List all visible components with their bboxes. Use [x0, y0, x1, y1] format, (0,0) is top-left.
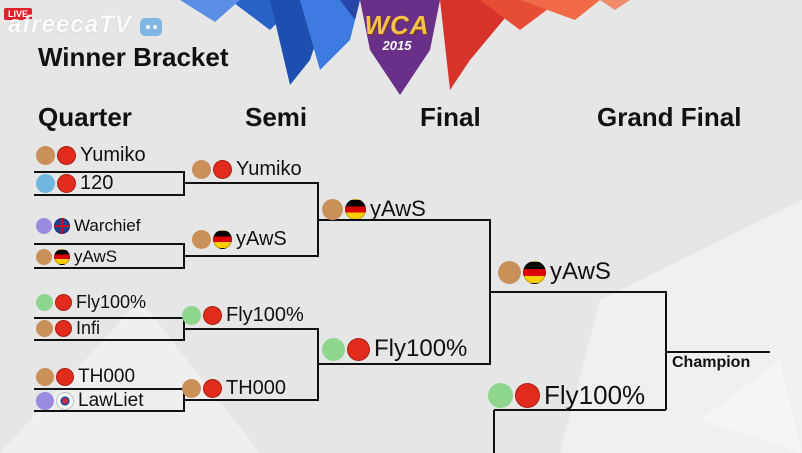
china-flag-icon [57, 146, 76, 165]
champion-label: Champion [672, 354, 751, 371]
semi-slot-1: Yumiko [192, 158, 302, 181]
nightelf-race-icon [36, 392, 54, 410]
player-name: TH000 [226, 377, 287, 399]
semi-slot-4: TH000 [182, 377, 286, 400]
player-name: Fly100% [544, 380, 646, 410]
final-slot-1: yAwS [322, 196, 426, 222]
korea-flag-icon [56, 392, 74, 410]
human-race-icon [192, 160, 211, 179]
quarter-slot-5: Fly100% [36, 292, 146, 313]
player-name: LawLiet [78, 390, 144, 411]
semi-slot-2: yAwS [192, 228, 287, 251]
human-race-icon [36, 249, 52, 265]
china-flag-icon [57, 174, 76, 193]
china-flag-icon [56, 368, 74, 386]
germany-flag-icon [54, 249, 70, 265]
human-race-icon [36, 146, 55, 165]
uk-flag-icon [54, 218, 70, 234]
event-logo-text: WCA [364, 10, 430, 40]
quarter-slot-7: TH000 [36, 366, 135, 388]
player-name: yAwS [550, 258, 611, 285]
quarter-slot-8: LawLiet [36, 390, 144, 412]
china-flag-icon [55, 320, 72, 337]
channel-tv-icon [140, 18, 162, 36]
orc-race-icon [322, 337, 345, 361]
undead-race-icon [36, 174, 55, 193]
china-flag-icon [515, 383, 540, 408]
human-race-icon [36, 368, 54, 386]
human-race-icon [36, 320, 53, 337]
round-header-quarter: Quarter [38, 102, 132, 132]
player-name: Fly100% [374, 335, 468, 362]
final-slot-2: Fly100% [322, 335, 467, 363]
germany-flag-icon [523, 260, 546, 284]
player-name: yAwS [236, 228, 287, 250]
germany-flag-icon [213, 230, 232, 249]
round-header-final: Final [420, 102, 481, 132]
quarter-slot-4: yAwS [36, 247, 117, 267]
china-flag-icon [347, 337, 370, 361]
player-name: yAwS [370, 196, 426, 221]
china-flag-icon [55, 294, 72, 311]
semi-slot-3: Fly100% [182, 304, 304, 327]
event-logo: WCA 2015 [352, 10, 442, 70]
human-race-icon [322, 198, 343, 220]
quarter-slot-2: 120 [36, 172, 113, 195]
human-race-icon [192, 230, 211, 249]
channel-logo: afreecaTV [8, 11, 132, 38]
quarter-slot-6: Infi [36, 318, 100, 339]
human-race-icon [498, 260, 521, 284]
round-header-semi: Semi [245, 102, 308, 132]
player-name: Fly100% [76, 292, 147, 312]
player-name: TH000 [78, 366, 136, 387]
china-flag-icon [213, 160, 232, 179]
player-name: Yumiko [236, 158, 302, 180]
orc-race-icon [182, 306, 201, 325]
event-logo-year: 2015 [382, 38, 412, 53]
quarter-slot-3: Warchief [36, 216, 140, 236]
orc-race-icon [488, 383, 513, 408]
player-name: 120 [80, 172, 114, 194]
player-name: Fly100% [226, 304, 304, 326]
human-race-icon [182, 379, 201, 398]
header-decoration [180, 0, 630, 95]
grand-final-slot-2: Fly100% [488, 380, 645, 411]
player-name: yAwS [74, 247, 118, 266]
player-name: Warchief [74, 216, 141, 235]
player-name: Infi [76, 318, 101, 338]
nightelf-race-icon [36, 218, 52, 234]
germany-flag-icon [345, 198, 366, 220]
grand-final-slot-1: yAwS [498, 258, 611, 286]
player-name: Yumiko [80, 144, 146, 166]
bracket-title: Winner Bracket [38, 42, 229, 72]
china-flag-icon [203, 379, 222, 398]
orc-race-icon [36, 294, 53, 311]
live-badge: LIVE [4, 8, 33, 20]
round-header-grand-final: Grand Final [597, 102, 742, 132]
quarter-slot-1: Yumiko [36, 144, 146, 167]
china-flag-icon [203, 306, 222, 325]
